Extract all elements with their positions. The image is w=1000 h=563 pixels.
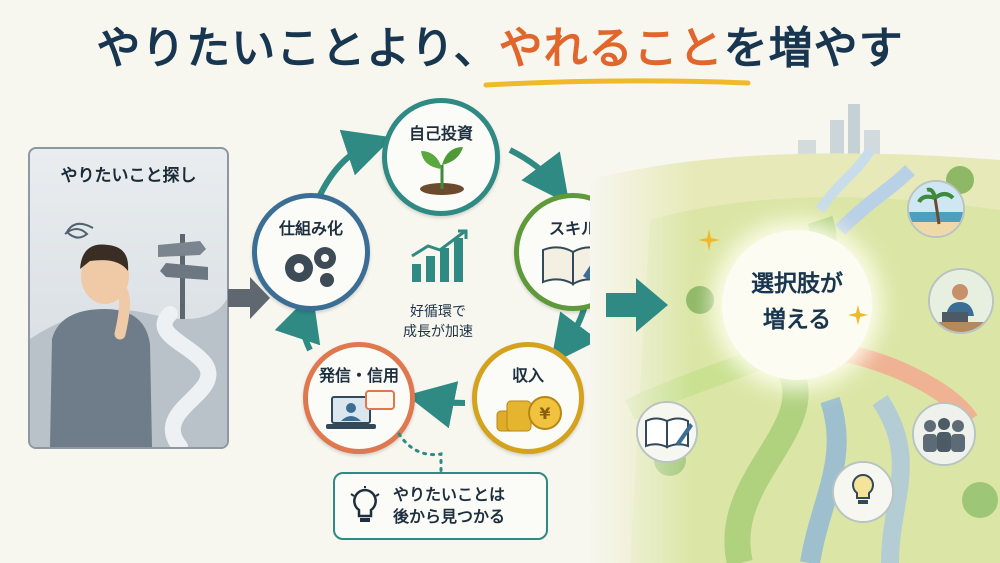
hint-line2: 後から見つかる: [393, 507, 506, 526]
cycle-center-text: 好循環で 成長が加速: [378, 302, 498, 342]
seedling-icon: [420, 147, 464, 195]
node-label-income: 収入: [511, 366, 544, 385]
palm-tree-icon: [909, 182, 963, 236]
lightbulb-icon: [350, 486, 380, 522]
left-panel-title: やりたいこと探し: [60, 166, 197, 186]
node-label-systemize: 仕組み化: [278, 219, 343, 238]
title-part1: やりたいことより、: [96, 23, 499, 74]
node-systemize: 仕組み化: [252, 193, 370, 311]
option-community: [912, 402, 976, 466]
thinking-person: [50, 244, 152, 447]
person-laptop-icon: [930, 270, 992, 332]
node-outreach-trust: 発信・信用: [303, 342, 415, 454]
options-line1: 選択肢が: [751, 271, 843, 297]
option-study: [636, 401, 698, 463]
cycle-center-line2: 成長が加速: [403, 324, 473, 340]
confused-scribble-icon: [64, 222, 94, 239]
gears-icon: [285, 247, 336, 287]
lightbulb-icon: [834, 463, 892, 521]
page-title: やりたいことより、やれることを増やす: [0, 12, 1000, 76]
option-idea: [832, 461, 894, 523]
title-accent: やれること: [498, 23, 724, 74]
people-group-icon: [914, 404, 974, 464]
node-income: 収入 ¥: [472, 342, 584, 454]
options-line2: 増える: [762, 307, 832, 333]
coins-icon: ¥: [496, 396, 562, 432]
option-remote-work: [928, 268, 994, 334]
hint-connector: [397, 432, 443, 474]
node-label-outreach-trust: 発信・信用: [318, 366, 399, 385]
sparkle-icon: [698, 229, 720, 251]
node-label-self-investment: 自己投資: [408, 124, 473, 143]
signpost-icon: [158, 234, 208, 319]
title-part2: を増やす: [723, 23, 904, 74]
options-circle: 選択肢が 増える: [722, 230, 872, 380]
sparkle-icon: [848, 305, 868, 325]
node-label-skill: スキル: [548, 219, 597, 238]
title-underline: [483, 78, 751, 88]
svg-text:¥: ¥: [539, 404, 550, 423]
book-icon: [638, 403, 696, 461]
left-scene: [30, 222, 227, 447]
options-text: 選択肢が 増える: [722, 266, 872, 338]
cycle-center-line1: 好循環で: [410, 304, 466, 320]
hint-box: やりたいことは 後から見つかる: [333, 472, 548, 540]
hint-text: やりたいことは 後から見つかる: [393, 484, 505, 528]
right-landscape: [590, 100, 1000, 563]
hint-line1: やりたいことは: [393, 485, 506, 504]
left-panel: やりたいこと探し: [28, 147, 229, 449]
node-self-investment: 自己投資: [382, 98, 500, 216]
option-beach: [907, 180, 965, 238]
arrow-right-gray-icon: [228, 277, 270, 319]
laptop-chat-icon: [326, 390, 395, 429]
arrow-right-teal-icon: [606, 278, 668, 332]
growth-chart-icon: [411, 229, 468, 282]
